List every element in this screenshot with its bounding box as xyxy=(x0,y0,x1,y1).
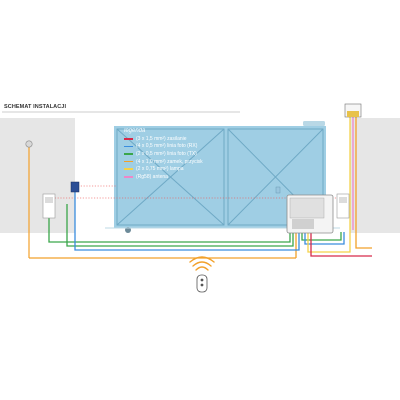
legend-swatch xyxy=(124,145,133,148)
legend-label: (2 x 0,5 mm²) linia foto (TX) xyxy=(136,150,197,157)
legend-label: (4 x 0,5 mm²) linia foto (RX) xyxy=(136,143,198,150)
diagram-title: SCHEMAT INSTALACJI xyxy=(4,104,67,110)
photocell-post-right xyxy=(336,193,350,219)
wireless-signal-icon xyxy=(189,256,215,271)
legend-item: (Rg58) antena xyxy=(124,173,224,181)
legend-swatch xyxy=(124,168,133,170)
legend: legenda (3 x 1,5 mm²) zasilanie(4 x 0,5 … xyxy=(124,128,224,181)
cables xyxy=(29,116,372,259)
legend-label: (Rg58) antena xyxy=(136,173,168,180)
legend-label: (3 x 1,5 mm²) zasilanie xyxy=(136,135,187,142)
legend-label: (2 x 0,75 mm²) lampa xyxy=(136,166,184,173)
left-wall xyxy=(0,118,75,233)
remote-control-icon xyxy=(196,274,208,293)
warning-lamp-icon xyxy=(344,103,362,118)
lock-icon xyxy=(275,186,281,194)
legend-rows: (3 x 1,5 mm²) zasilanie(4 x 0,5 mm²) lin… xyxy=(124,135,224,181)
legend-label: (4 x 1,0 mm²) zamek, przycisk xyxy=(136,158,203,165)
photocell-icon xyxy=(70,181,80,193)
legend-item: (4 x 0,5 mm²) linia foto (RX) xyxy=(124,143,224,151)
right-wall xyxy=(350,118,400,233)
legend-item: (4 x 1,0 mm²) zamek, przycisk xyxy=(124,158,224,166)
legend-item: (2 x 0,75 mm²) lampa xyxy=(124,165,224,173)
key-switch-icon xyxy=(25,140,33,258)
photocell-post-left xyxy=(42,193,56,219)
legend-swatch xyxy=(124,138,133,140)
legend-item: (3 x 1,5 mm²) zasilanie xyxy=(124,135,224,143)
motor-unit-icon xyxy=(286,194,334,234)
legend-item: (2 x 0,5 mm²) linia foto (TX) xyxy=(124,150,224,158)
legend-title: legenda xyxy=(124,128,146,134)
legend-swatch xyxy=(124,160,133,163)
legend-swatch xyxy=(124,175,133,178)
legend-swatch xyxy=(124,153,133,155)
